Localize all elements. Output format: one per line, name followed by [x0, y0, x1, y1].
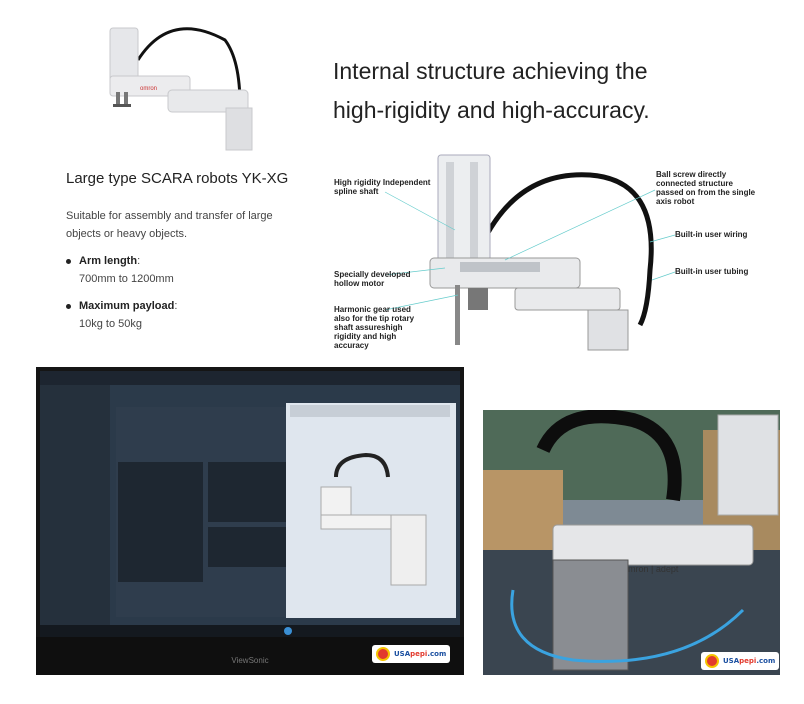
scara-robot-product-image: omron [109, 27, 253, 151]
spec-value: 700mm to 1200mm [79, 273, 174, 285]
watermark-icon [705, 654, 719, 668]
monitor-brand: ViewSonic [231, 656, 268, 665]
spec-label: Arm length: [79, 255, 141, 267]
internal-structure-diagram: High rigidity Independent spline shaft S… [330, 150, 770, 355]
monitor-software-photo: ViewSonic USApepi.com [36, 367, 464, 675]
headline-line-1: Internal structure achieving the [333, 58, 648, 84]
watermark-logo: USApepi.com [701, 652, 780, 670]
callout-user-tubing: Built-in user tubing [675, 267, 749, 276]
callout-user-wiring: Built-in user wiring [675, 230, 748, 239]
spec-arm-length: Arm length: 700mm to 1200mm [66, 255, 286, 291]
scara-cutaway-illustration [384, 154, 676, 351]
callout-ball-screw: Ball screw directly connected structure … [656, 170, 756, 206]
callout-hollow-motor: Specially developed hollow motor [334, 270, 411, 288]
bullet-icon [66, 259, 71, 264]
svg-text:omron: omron [140, 86, 157, 92]
headline: Internal structure achieving the high-ri… [333, 52, 650, 130]
watermark-logo: USApepi.com [372, 645, 451, 663]
spec-label: Maximum payload: [79, 300, 178, 312]
product-title: Large type SCARA robots YK-XG [66, 170, 289, 187]
factory-robot-photo: omron | adept USApepi.com [483, 410, 780, 675]
product-description: Suitable for assembly and transfer of la… [66, 210, 273, 240]
factory-scene-illustration: omron | adept [483, 410, 780, 675]
spec-value: 10kg to 50kg [79, 318, 142, 330]
watermark-text: USApepi.com [394, 650, 447, 658]
bullet-icon [66, 304, 71, 309]
callout-spline-shaft: High rigidity Independent spline shaft [334, 178, 431, 196]
watermark-icon [376, 647, 390, 661]
monitor-screen-illustration: ViewSonic [36, 367, 464, 675]
callout-harmonic-gear: Harmonic gear used also for the tip rota… [334, 305, 415, 350]
robot-brand-label: omron | adept [623, 564, 679, 574]
headline-line-2: high-rigidity and high-accuracy. [333, 97, 650, 123]
spec-maximum-payload: Maximum payload: 10kg to 50kg [66, 300, 286, 336]
watermark-text: USApepi.com [723, 657, 776, 665]
